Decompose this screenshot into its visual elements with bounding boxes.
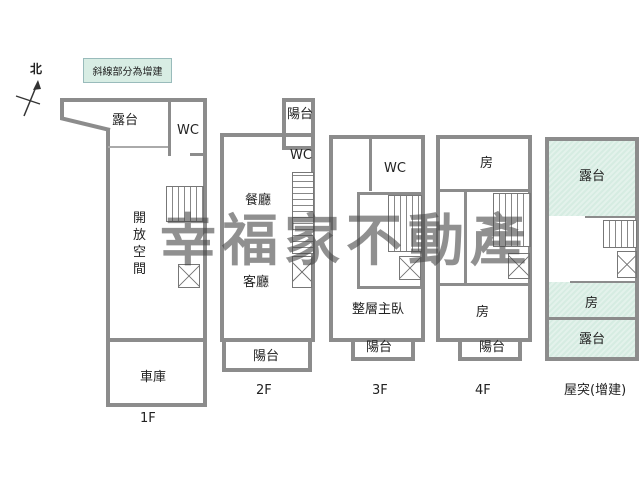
room-label: WC <box>290 148 312 163</box>
north-arrow-icon <box>15 80 41 117</box>
compass-north-label: 北 <box>30 62 43 76</box>
room-label: 陽台 <box>366 340 393 355</box>
room-label: 露台 <box>112 113 139 128</box>
room-label: 整層主臥 <box>352 302 405 317</box>
room-label: 露台 <box>579 332 606 347</box>
room-label: WC <box>384 161 406 176</box>
room-label: 客廳 <box>243 275 270 290</box>
room-label: 房 <box>585 296 599 311</box>
room-label: 陽台 <box>479 340 506 355</box>
floor-label: 4F <box>475 383 491 398</box>
room-label: 房 <box>480 156 494 171</box>
legend-note: 斜線部分為增建 <box>83 58 172 83</box>
room-label: 房 <box>476 305 490 320</box>
room-label: 車庫 <box>140 370 167 385</box>
room-label: WC <box>177 123 199 138</box>
floor-label: 2F <box>256 383 272 398</box>
floor-label: 3F <box>372 383 388 398</box>
floor-label: 1F <box>140 411 156 426</box>
room-label: 開放空間 <box>133 211 147 277</box>
watermark: 幸福家不動產 <box>160 209 532 274</box>
room-label: 餐廳 <box>245 193 272 208</box>
room-label: 陽台 <box>287 107 314 122</box>
room-label: 露台 <box>579 169 606 184</box>
floor-label: 屋突(增建) <box>564 383 627 398</box>
room-label: 陽台 <box>253 349 280 364</box>
